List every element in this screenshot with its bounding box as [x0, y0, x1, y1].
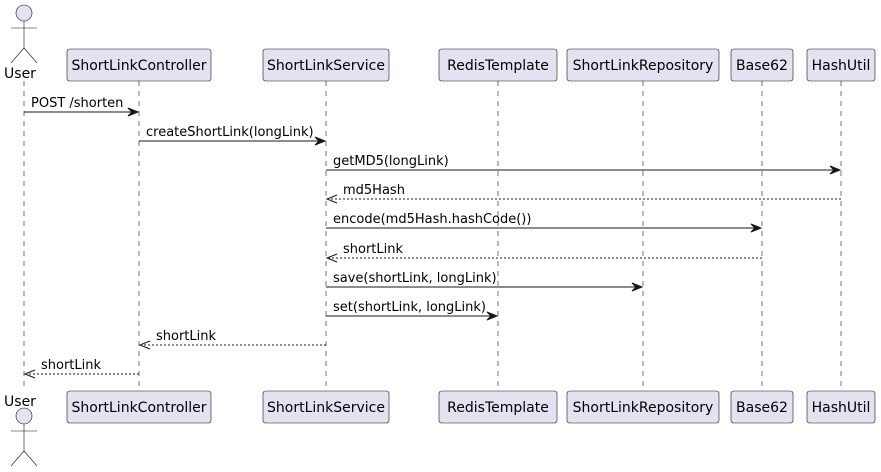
- message-3: getMD5(longLink): [326, 154, 842, 175]
- participant-box: [730, 48, 794, 82]
- message-10: shortLink: [23, 358, 139, 379]
- arrow-head: [314, 136, 327, 146]
- participant-hashutil-bottom: HashUtil: [806, 390, 876, 424]
- participant-label: ShortLinkController: [71, 400, 206, 416]
- participant-hashutil-top: HashUtil: [806, 48, 876, 82]
- participant-label: User: [4, 394, 36, 410]
- participant-box: [438, 390, 558, 424]
- actor-head: [15, 4, 33, 22]
- participant-label: ShortLinkController: [71, 58, 206, 74]
- actor-user-top: User: [4, 4, 38, 82]
- arrow-head-open: [23, 369, 36, 379]
- message-label: encode(md5Hash.hashCode()): [333, 212, 531, 227]
- message-label: md5Hash: [343, 183, 405, 198]
- participant-box: [806, 48, 876, 82]
- participant-box: [730, 390, 794, 424]
- message-label: POST /shorten: [31, 96, 123, 111]
- actor-leg-left: [10, 47, 25, 64]
- message-9: shortLink: [138, 329, 326, 350]
- participant-repo-bottom: ShortLinkRepository: [566, 390, 720, 424]
- participant-box: [66, 48, 212, 82]
- message-label: set(shortLink, longLink): [333, 300, 486, 315]
- participant-box: [566, 390, 720, 424]
- arrow-head-open: [325, 253, 338, 263]
- message-label: createShortLink(longLink): [146, 125, 314, 140]
- participant-repo-top: ShortLinkRepository: [566, 48, 720, 82]
- participant-label: HashUtil: [812, 400, 871, 416]
- message-label: getMD5(longLink): [333, 154, 449, 169]
- arrow-head: [750, 223, 763, 233]
- participant-label: Base62: [736, 58, 788, 74]
- message-5: encode(md5Hash.hashCode()): [326, 212, 763, 233]
- actor-leg-left: [10, 450, 25, 467]
- participant-box: [438, 48, 558, 82]
- arrow-head: [127, 107, 140, 117]
- participant-box: [806, 390, 876, 424]
- participant-service-top: ShortLinkService: [262, 48, 390, 82]
- actor-leg-right: [23, 450, 38, 467]
- participant-label: ShortLinkRepository: [573, 58, 714, 74]
- participant-label: User: [4, 66, 36, 82]
- participant-label: ShortLinkRepository: [573, 400, 714, 416]
- actor-head: [15, 407, 33, 425]
- arrow-head: [631, 282, 644, 292]
- message-2: createShortLink(longLink): [139, 125, 327, 146]
- message-label: shortLink: [343, 242, 404, 257]
- message-8: set(shortLink, longLink): [326, 300, 499, 321]
- participant-base62-top: Base62: [730, 48, 794, 82]
- participant-redis-bottom: RedisTemplate: [438, 390, 558, 424]
- message-label: save(shortLink, longLink): [333, 271, 497, 286]
- arrow-head-open: [138, 340, 151, 350]
- actor-leg-right: [23, 47, 38, 64]
- arrow-head: [486, 311, 499, 321]
- participant-box: [262, 48, 390, 82]
- participant-controller-bottom: ShortLinkController: [66, 390, 212, 424]
- message-6: shortLink: [325, 242, 762, 263]
- actor-user-bottom: User: [4, 394, 38, 467]
- message-4: md5Hash: [325, 183, 841, 204]
- participant-box: [66, 390, 212, 424]
- participant-label: HashUtil: [812, 58, 871, 74]
- message-1: POST /shorten: [24, 96, 140, 117]
- participant-label: ShortLinkService: [267, 400, 385, 416]
- message-7: save(shortLink, longLink): [326, 271, 644, 292]
- participant-label: Base62: [736, 400, 788, 416]
- participant-label: RedisTemplate: [447, 400, 549, 416]
- participant-box: [566, 48, 720, 82]
- arrow-head-open: [325, 194, 338, 204]
- message-label: shortLink: [156, 329, 217, 344]
- participant-label: RedisTemplate: [447, 58, 549, 74]
- message-label: shortLink: [41, 358, 102, 373]
- participant-box: [262, 390, 390, 424]
- participant-controller-top: ShortLinkController: [66, 48, 212, 82]
- participant-redis-top: RedisTemplate: [438, 48, 558, 82]
- participant-base62-bottom: Base62: [730, 390, 794, 424]
- participant-label: ShortLinkService: [267, 58, 385, 74]
- participant-service-bottom: ShortLinkService: [262, 390, 390, 424]
- arrow-head: [829, 165, 842, 175]
